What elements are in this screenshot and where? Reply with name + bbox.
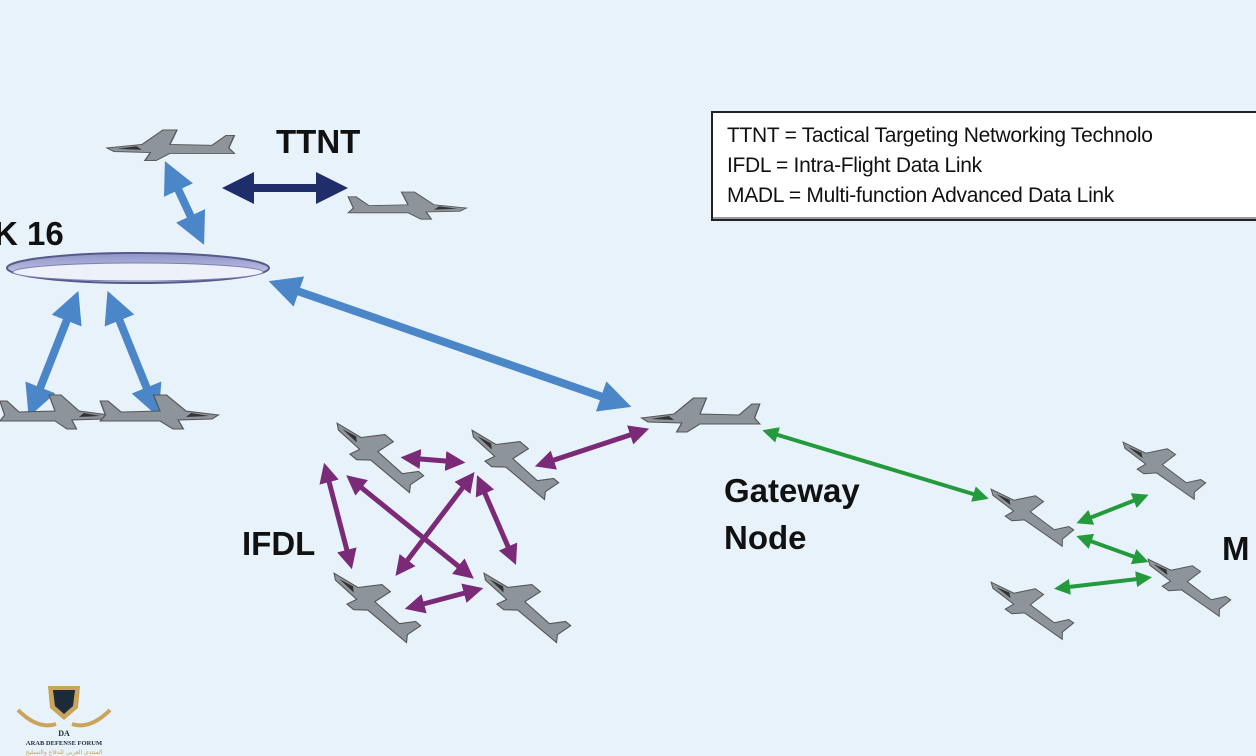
double-arrow-icon	[395, 472, 475, 576]
link16-label: K 16	[0, 215, 64, 252]
aircraft-icon	[1114, 425, 1210, 507]
double-arrow-icon	[163, 161, 206, 245]
ifdl-arrows	[319, 425, 650, 614]
double-arrow-icon	[1076, 493, 1149, 525]
aircraft-icon	[1139, 542, 1235, 624]
double-arrow-icon	[25, 290, 82, 418]
link16-arrows	[25, 161, 632, 418]
legend-madl: MADL = Multi-function Advanced Data Link	[727, 184, 1115, 207]
aircraft-icon	[0, 394, 110, 430]
aircraft-icon	[982, 565, 1078, 647]
aircraft-icon	[982, 472, 1078, 554]
aircraft-icon	[99, 394, 220, 430]
gateway-label-line1: Gateway	[724, 472, 860, 509]
aircraft-icon	[106, 129, 236, 162]
gateway-label-line2: Node	[724, 519, 807, 556]
svg-text:ARAB DEFENSE FORUM: ARAB DEFENSE FORUM	[26, 740, 102, 747]
aircraft-icon	[323, 555, 426, 650]
arab-defense-forum-logo: DA ARAB DEFENSE FORUM المنتدى العربي للد…	[16, 686, 112, 756]
double-arrow-icon	[400, 449, 466, 471]
link16-ring-icon	[6, 252, 270, 284]
double-arrow-icon	[475, 475, 518, 565]
svg-text:DA: DA	[58, 729, 70, 738]
double-arrow-icon	[762, 427, 989, 502]
aircraft-icon	[326, 405, 429, 500]
aircraft-icon	[347, 191, 468, 220]
madl-label: M	[1222, 530, 1250, 567]
svg-text:المنتدى العربي للدفاع والتسليح: المنتدى العربي للدفاع والتسليح	[26, 749, 103, 756]
double-arrow-icon	[104, 290, 162, 418]
madl-arrows	[762, 427, 1152, 595]
aircraft-icon	[473, 555, 576, 650]
double-arrow-icon	[268, 276, 632, 412]
double-arrow-icon	[404, 583, 484, 614]
double-arrow-icon	[534, 425, 650, 470]
double-arrow-icon	[1076, 533, 1149, 565]
ttnt-label: TTNT	[276, 123, 361, 160]
double-arrow-icon	[319, 462, 357, 570]
ifdl-label: IFDL	[242, 525, 316, 562]
double-arrow-icon	[1054, 571, 1152, 595]
acronym-legend: TTNT = Tactical Targeting Networking Tec…	[711, 111, 1256, 221]
legend-ifdl: IFDL = Intra-Flight Data Link	[727, 154, 982, 177]
legend-ttnt: TTNT = Tactical Targeting Networking Tec…	[727, 124, 1153, 147]
aircraft-icon	[640, 397, 761, 433]
